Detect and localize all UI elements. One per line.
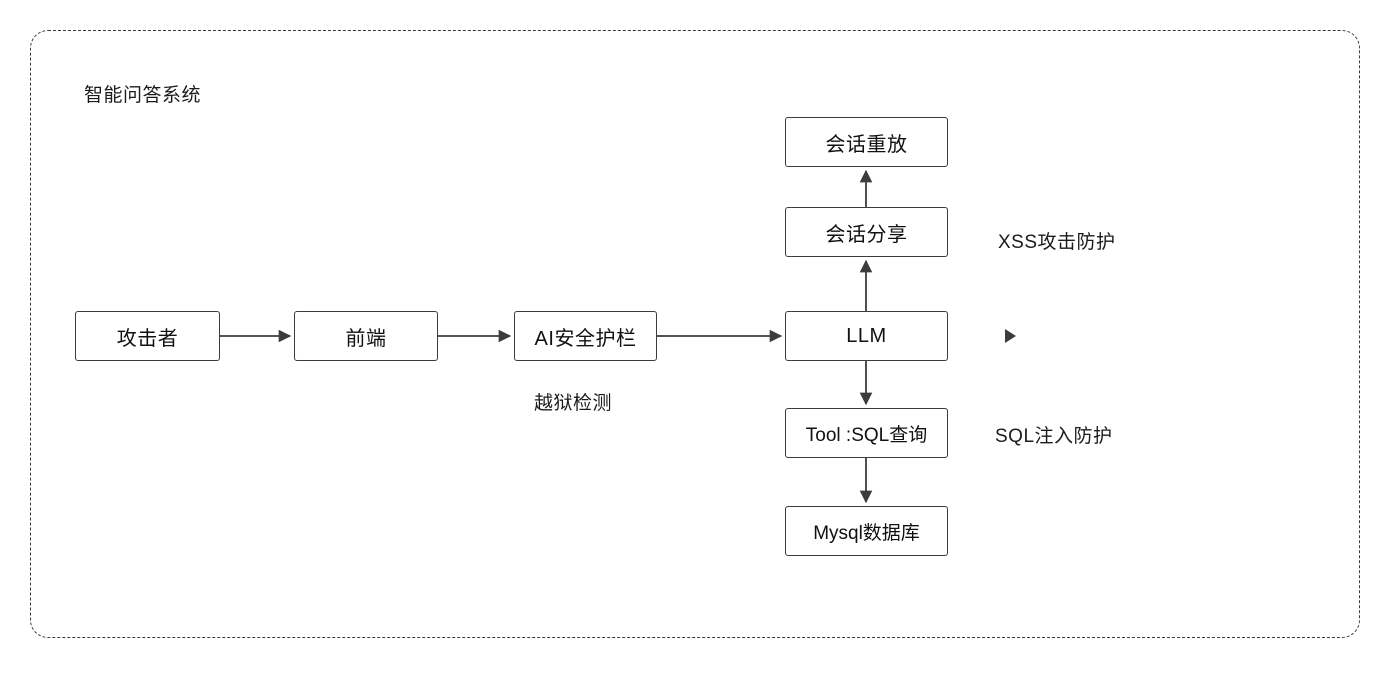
node-attacker-label: 攻击者 <box>116 327 179 350</box>
right-arrowhead-icon <box>1005 329 1016 343</box>
node-frontend[interactable]: 前端 <box>294 311 438 361</box>
node-session-share[interactable]: 会话分享 <box>785 207 948 257</box>
node-ai-guardrail-label: AI安全护栏 <box>534 327 637 350</box>
node-sql-tool[interactable]: Tool :SQL查询 <box>785 408 948 458</box>
node-llm[interactable]: LLM <box>785 311 948 361</box>
annotation-jailbreak-detection: 越狱检测 <box>534 393 613 414</box>
node-llm-label: LLM <box>846 324 887 347</box>
node-frontend-label: 前端 <box>345 327 387 350</box>
annotation-sql-injection-protection: SQL注入防护 <box>995 426 1113 447</box>
node-session-replay-label: 会话重放 <box>825 133 908 156</box>
node-attacker[interactable]: 攻击者 <box>75 311 220 361</box>
node-ai-guardrail[interactable]: AI安全护栏 <box>514 311 657 361</box>
node-mysql-database[interactable]: Mysql数据库 <box>785 506 948 556</box>
node-mysql-database-label: Mysql数据库 <box>813 522 920 544</box>
annotation-xss-protection: XSS攻击防护 <box>998 232 1116 253</box>
node-session-share-label: 会话分享 <box>825 223 908 246</box>
node-sql-tool-label: Tool :SQL查询 <box>805 424 928 446</box>
node-session-replay[interactable]: 会话重放 <box>785 117 948 167</box>
system-boundary-title: 智能问答系统 <box>84 85 202 106</box>
system-boundary <box>30 30 1360 638</box>
